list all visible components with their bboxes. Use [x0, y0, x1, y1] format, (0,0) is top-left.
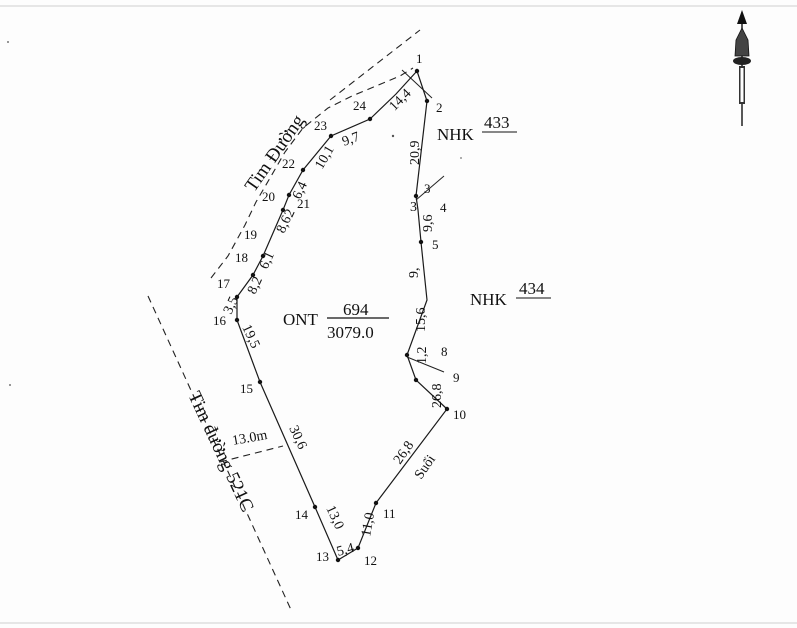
vertex-label-2: 2	[436, 100, 443, 115]
edge-length-6-8: 15,6	[414, 308, 429, 333]
edge-length-3-4: 3	[410, 200, 417, 215]
edge-length-5-6: 9,	[407, 268, 422, 279]
neighbor-433: NHK 433	[437, 113, 517, 144]
vertex-labels: 1 2 3 4 5 8 9 10 11 12 13 14 15 16 17 18…	[213, 51, 466, 568]
vertex-label-24: 24	[353, 98, 367, 113]
road-width-label: 13.0m	[231, 428, 269, 449]
vertex-label-8: 8	[441, 344, 448, 359]
vertex-label-21: 21	[297, 196, 310, 211]
vertex-label-13: 13	[316, 549, 329, 564]
parcel-boundary	[236, 69, 448, 561]
edge-length-8-9: 1,2	[415, 347, 430, 365]
edge-length-23-24: 9,7	[340, 130, 362, 150]
edge-length-18-19: 6,1	[257, 249, 278, 271]
vertex-label-17: 17	[217, 276, 231, 291]
parcel-area: 3079.0	[327, 323, 374, 342]
vertex-label-18: 18	[235, 250, 248, 265]
road-width-dimension	[219, 445, 284, 463]
edge-length-22-23: 10,1	[312, 143, 337, 172]
edge-length-4-5: 9,6	[421, 215, 436, 233]
land-type: ONT	[283, 310, 319, 329]
vertex-points	[234, 68, 450, 563]
edge-length-11-12: 11,0	[359, 511, 378, 537]
vertex-label-9: 9	[453, 370, 460, 385]
neighbor-434: NHK 434	[470, 279, 551, 309]
vertex-label-10: 10	[453, 407, 466, 422]
lower-road-centerline	[147, 295, 293, 613]
edge-length-17-18: 8,2	[245, 274, 266, 296]
vertex-label-3: 3	[424, 181, 431, 196]
vertex-label-23: 23	[314, 118, 327, 133]
vertex-label-20: 20	[262, 189, 275, 204]
vertex-label-1: 1	[416, 51, 423, 66]
edge-length-19-20: 8,6	[274, 213, 295, 235]
edge-length-13-14: 13,0	[322, 503, 346, 532]
vertex-label-5: 5	[432, 237, 439, 252]
neighbor-433-number: 433	[484, 113, 510, 132]
edge-length-12-13: 5,4	[335, 541, 356, 560]
neighbor-434-label: NHK	[470, 290, 508, 309]
vertex-label-19: 19	[244, 227, 257, 242]
neighbor-boundary-tick-1	[401, 69, 433, 99]
vertex-label-16: 16	[213, 313, 227, 328]
edge-length-16-17: 3,5	[221, 294, 242, 316]
neighbor-434-number: 434	[519, 279, 545, 298]
north-arrow-icon	[733, 10, 751, 126]
vertex-label-12: 12	[364, 553, 377, 568]
vertex-label-11: 11	[383, 506, 396, 521]
edge-length-2-3: 20,9	[408, 141, 423, 166]
parcel-info: ONT 694 3079.0	[283, 300, 389, 342]
lower-road-label: Tim đường 521C	[183, 388, 257, 515]
vertex-label-15: 15	[240, 381, 253, 396]
neighbor-boundary-tick-8	[406, 356, 445, 373]
neighbor-433-label: NHK	[437, 125, 475, 144]
vertex-label-14: 14	[295, 507, 309, 522]
edge-length-15-16: 19,5	[238, 322, 262, 351]
edge-length-1-24: 14,4	[387, 86, 415, 114]
edge-length-21-22: 6,4	[290, 179, 311, 201]
edge-length-9-10: 26,8	[430, 384, 445, 409]
neighbor-boundary-tick-3	[415, 175, 445, 201]
vertex-label-4: 4	[440, 200, 447, 215]
parcel-number: 694	[343, 300, 369, 319]
stream-label: Suối	[412, 453, 439, 483]
upper-road-centerline	[210, 67, 414, 279]
vertex-label-22: 22	[282, 156, 295, 171]
